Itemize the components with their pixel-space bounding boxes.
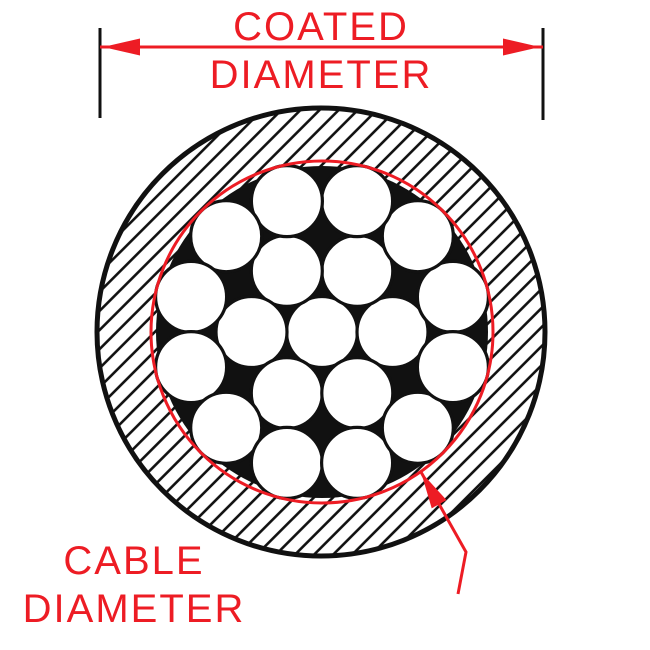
cable-diameter-circle [149,159,495,505]
wire-strand [355,294,430,370]
cable-diameter-label-line1: CABLE [63,539,204,583]
wire-strands [154,164,490,500]
wire-strand [189,390,264,465]
cable-cross-section [94,105,548,559]
coated-diameter-dimension: COATED DIAMETER [98,5,545,120]
cable-diameter-label-line2: DIAMETER [23,587,246,631]
wire-strand [249,164,324,239]
wire-strand [249,425,324,500]
wire-strand [189,199,264,274]
wire-strand [320,425,395,500]
wire-strand [415,259,490,334]
wire-strand [380,199,455,274]
wire-strand [320,164,395,239]
wire-strand [214,294,289,370]
cable-diameter-callout: CABLE DIAMETER [23,471,468,631]
wire-strand [380,390,455,465]
wire-strand [284,294,360,370]
coated-diameter-label-line1: COATED [233,5,409,49]
leader-arrow-icon [419,471,468,595]
wire-strand [154,330,229,405]
wire-strand [415,330,490,405]
coated-diameter-label-line2: DIAMETER [210,53,433,97]
wire-strand [154,259,229,334]
